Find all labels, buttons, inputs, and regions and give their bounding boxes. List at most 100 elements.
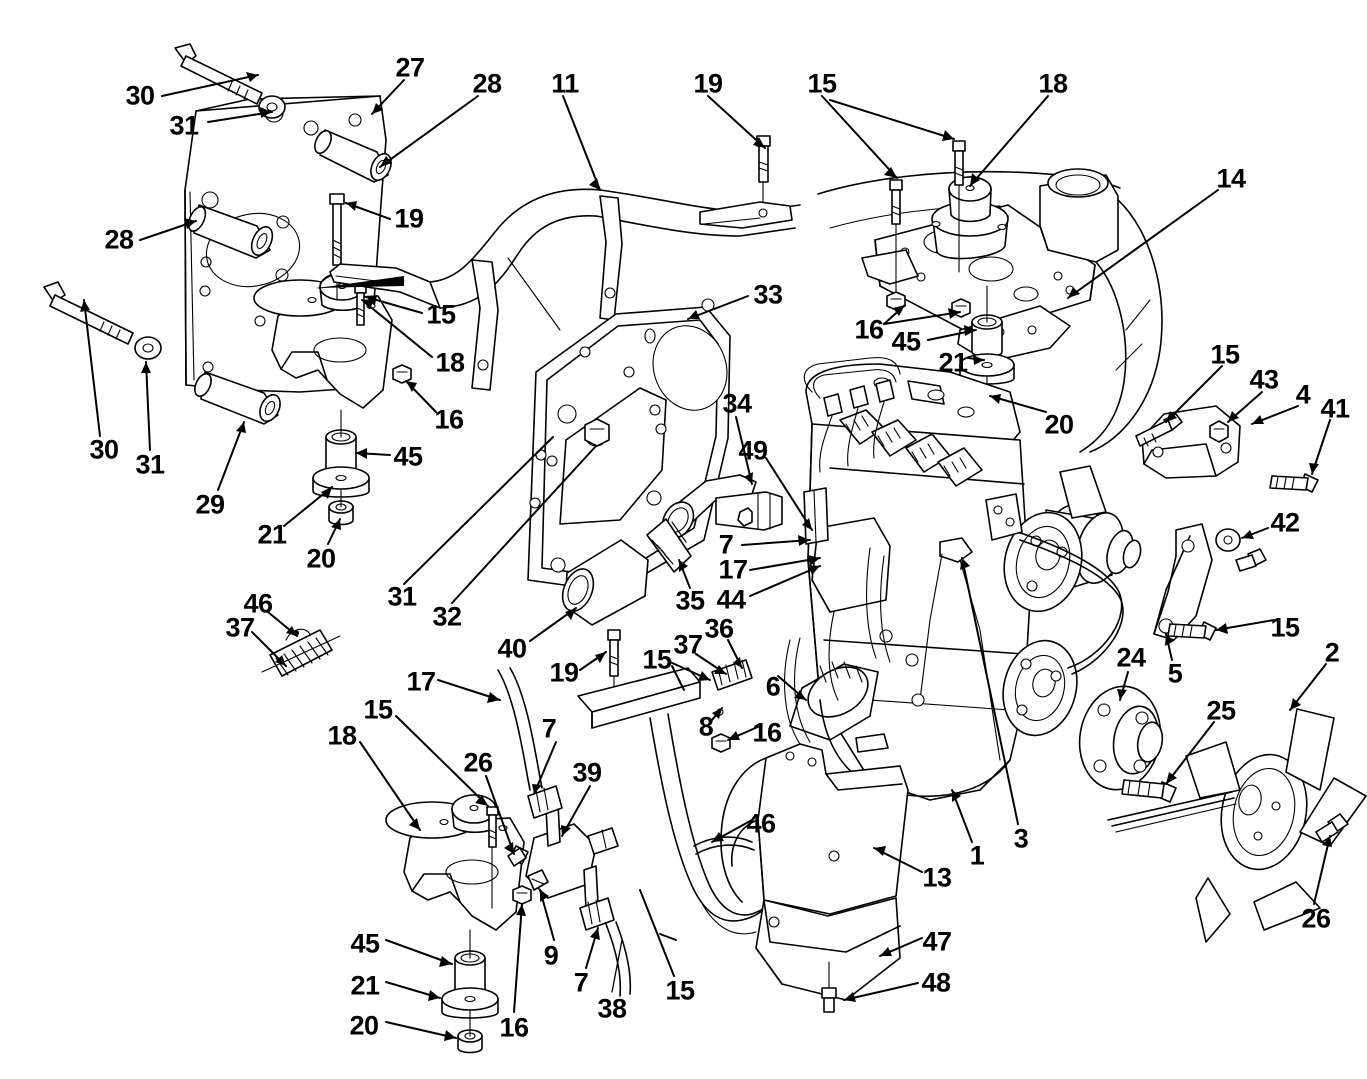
callout-bushing-45-left: 45 [393,441,423,472]
callout-plug-9: 9 [543,940,559,971]
nut-16-left [392,364,412,384]
callout-spacer-tube-lower: 28 [104,224,134,255]
callout-washer-21-lower: 21 [350,970,380,1001]
callout-nut-43: 43 [1249,364,1279,395]
callout-bracket-4: 4 [1295,379,1311,410]
callout-screw-15-lower-left: 15 [642,644,672,675]
callout-screw-19-top: 19 [693,68,723,99]
callout-washer-upper-left: 31 [169,110,199,141]
callout-washer-21-upper-right: 21 [938,347,968,378]
callout-stud-36: 36 [704,613,734,644]
leader-lines [80,72,1332,1041]
callout-fitting-7-upper: 7 [718,529,734,560]
callout-spring-37-left: 37 [225,612,255,643]
callout-fitting-7-bottom: 7 [573,967,589,998]
callout-bushing-45-lower: 45 [350,928,380,959]
callout-nut-16-left: 16 [434,404,464,435]
callout-cable-46-lower: 46 [746,808,776,839]
spacer-28-lower [187,204,301,288]
callout-washer-42: 42 [1270,507,1300,538]
callout-shield-13: 13 [922,862,952,893]
washer-31-upper [258,95,286,119]
callout-washer-31-center: 31 [387,581,417,612]
callout-oil-filter-6: 6 [765,671,781,702]
adapter-plate-33 [527,298,731,593]
chassis-bracket-14 [699,135,1163,453]
callout-bolt-41: 41 [1320,393,1350,424]
alternator-bracket-4 [1135,405,1319,641]
callout-bolt-upper-left: 30 [125,80,155,111]
callout-screws-15-top: 15 [807,68,837,99]
screw-19-top [699,135,793,229]
callout-hose-34: 34 [722,388,752,419]
screws-15-top [889,140,966,303]
callout-screw-48: 48 [921,967,951,998]
callout-hose-17-lower: 17 [406,666,436,697]
callout-hose-40: 40 [497,633,527,664]
bushing-45-left [325,409,357,474]
callout-bolt-26-lower: 26 [463,747,493,778]
locknut-20-left [328,488,354,526]
bolt-30-lower [43,281,134,345]
valve-39-group [497,629,797,997]
screw-15-left [354,284,367,326]
callout-fan-hub-24: 24 [1116,642,1146,673]
callout-bolt-25: 25 [1206,695,1236,726]
callout-screw-19-lower: 19 [549,657,579,688]
callout-spacer-tube-upper: 28 [472,68,502,99]
callout-engine-pulley-3: 3 [1013,823,1029,854]
callout-washer-lower-left: 31 [135,449,165,480]
engine-assembly [783,357,1142,801]
callout-nut-16-lower: 16 [499,1012,529,1043]
callout-fan-blade-2: 2 [1324,637,1340,668]
callout-adjusting-arm-5: 5 [1167,658,1183,689]
callout-bolt-26-right: 26 [1301,903,1331,934]
callout-wire-44: 44 [716,584,746,615]
callout-hose-17-upper: 17 [718,554,748,585]
callout-clamp-49: 49 [738,435,768,466]
callout-valve-39: 39 [572,757,602,788]
callout-adapter-plate: 33 [753,279,783,310]
callout-mount-plate-left: 27 [395,52,425,83]
callout-washer-21-left: 21 [257,519,287,550]
clamp-35 [646,518,692,573]
callout-isolator-left: 18 [435,347,465,378]
callout-nut-32-center: 32 [432,601,462,632]
callout-washer-8: 8 [698,711,714,742]
callout-spring-37-center: 37 [673,629,703,660]
callout-screw-15-lower: 15 [363,694,393,725]
callout-frame-tube: 11 [551,68,579,99]
fan-hub-24 [1078,685,1177,803]
callout-fitting-7-lower: 7 [541,713,557,744]
callout-cable-46-left: 46 [243,588,273,619]
callout-bolt-lower-left: 30 [89,434,119,465]
frame-tube-11 [317,188,801,391]
callout-screw-15-bottom: 15 [665,975,695,1006]
callout-pan-47: 47 [922,926,952,957]
callout-isolator-lower-left: 18 [327,720,357,751]
callout-screw-15-right-lower: 15 [1270,612,1300,643]
callout-isolator-top-right: 18 [1038,68,1068,99]
callout-spacer-29: 29 [195,489,225,520]
isolator-18-top [931,176,1009,260]
hose-40 [561,539,649,626]
spacer-29 [194,371,281,425]
callout-screw-19-left: 19 [394,203,424,234]
callout-engine-1: 1 [969,840,985,871]
belt-and-pulleys [1002,511,1124,737]
callout-locknut-20-upper-right: 20 [1044,409,1074,440]
callout-chassis-bracket: 14 [1216,163,1246,194]
washer-31-lower [134,336,162,360]
callout-locknut-20-lower: 20 [349,1010,379,1041]
callout-screw-15-right-upper: 15 [1210,339,1240,370]
callout-nuts-16-upper-right: 16 [854,314,884,345]
callout-locknut-20-left: 20 [306,543,336,574]
oil-filter-6 [789,661,879,741]
fan-blade-2 [1107,708,1367,943]
callout-nut-16-center: 16 [752,717,782,748]
screw-19-left [329,193,345,301]
callout-hose-38: 38 [597,993,627,1024]
